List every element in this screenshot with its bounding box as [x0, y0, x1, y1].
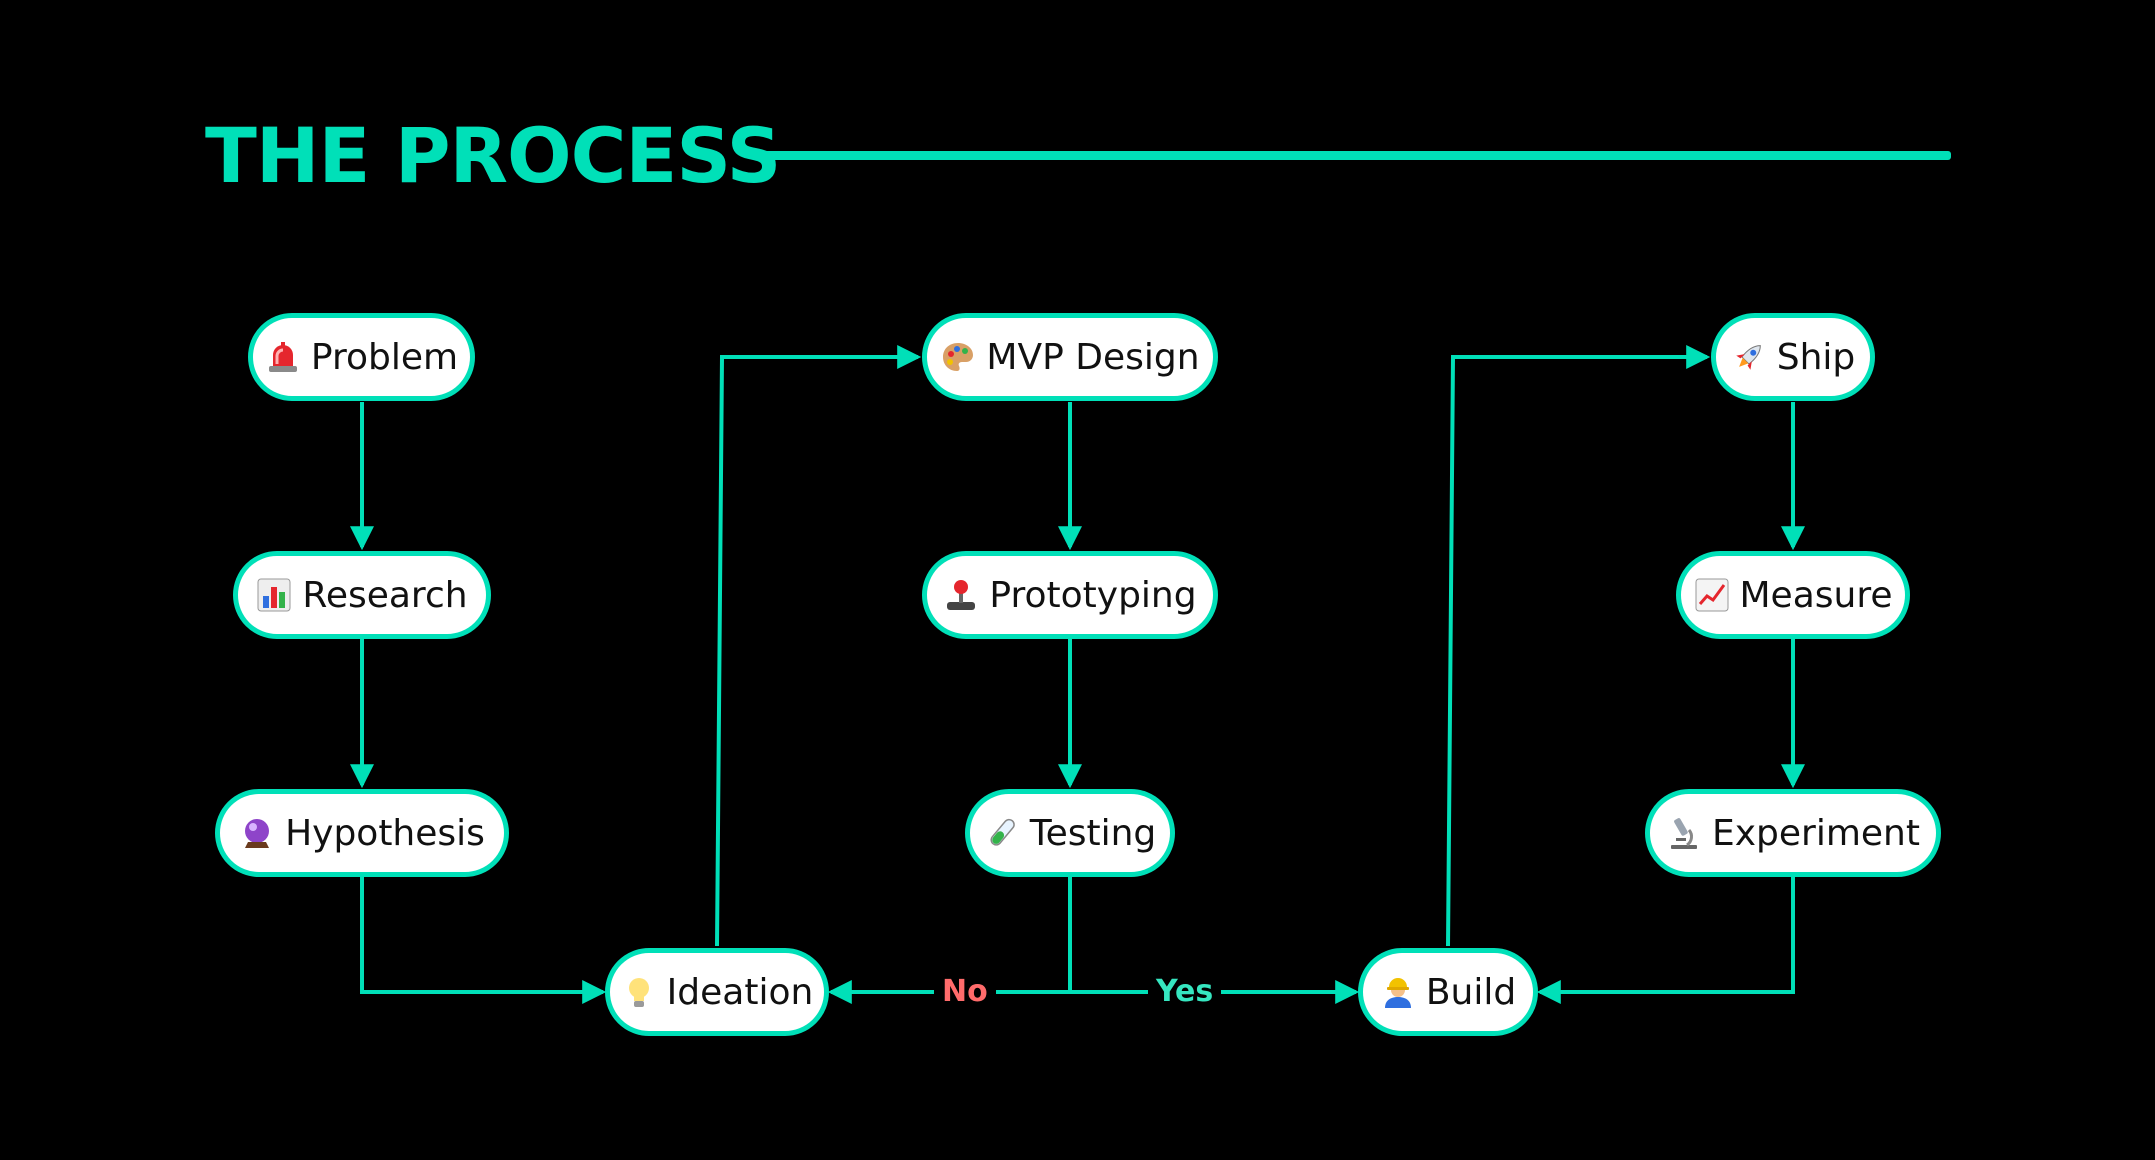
bar-chart-icon — [256, 577, 292, 613]
node-ideation[interactable]: Ideation — [605, 948, 829, 1036]
node-ship[interactable]: Ship — [1711, 313, 1875, 401]
siren-icon — [265, 339, 301, 375]
node-label: Hypothesis — [285, 812, 485, 854]
node-label: Build — [1425, 971, 1517, 1013]
microscope-icon — [1666, 815, 1702, 851]
edge-experiment-build — [1536, 877, 1795, 1004]
node-label: Ideation — [666, 971, 814, 1013]
palette-icon — [940, 339, 976, 375]
node-label: MVP Design — [986, 336, 1200, 378]
test-tube-icon — [984, 815, 1020, 851]
rocket-icon — [1731, 339, 1767, 375]
title-rule — [755, 151, 1951, 160]
node-label: Research — [302, 574, 468, 616]
edge-label-yes: Yes — [1148, 974, 1222, 1010]
node-build[interactable]: Build — [1358, 948, 1538, 1036]
page-title: THE PROCESS — [205, 111, 781, 200]
node-label: Measure — [1739, 574, 1893, 616]
edge-build-ship — [1446, 345, 1711, 947]
joystick-icon — [943, 577, 979, 613]
node-label: Experiment — [1711, 812, 1920, 854]
node-experiment[interactable]: Experiment — [1645, 789, 1941, 877]
edge-ideation-mvp-design — [715, 345, 922, 947]
node-hypothesis[interactable]: Hypothesis — [215, 789, 509, 877]
node-research[interactable]: Research — [233, 551, 491, 639]
node-label: Testing — [1029, 812, 1157, 854]
node-mvp-design[interactable]: MVP Design — [922, 313, 1218, 401]
node-testing[interactable]: Testing — [965, 789, 1175, 877]
node-label: Problem — [310, 336, 459, 378]
edge-hypothesis-ideation — [360, 877, 607, 1004]
node-prototyping[interactable]: Prototyping — [922, 551, 1218, 639]
construction-worker-icon — [1380, 974, 1416, 1010]
node-label: Prototyping — [989, 574, 1197, 616]
crystal-ball-icon — [239, 815, 275, 851]
trend-chart-icon — [1694, 577, 1730, 613]
node-problem[interactable]: Problem — [248, 313, 475, 401]
node-measure[interactable]: Measure — [1676, 551, 1910, 639]
light-bulb-icon — [621, 974, 657, 1010]
node-label: Ship — [1776, 336, 1856, 378]
edge-label-no: No — [934, 974, 996, 1010]
